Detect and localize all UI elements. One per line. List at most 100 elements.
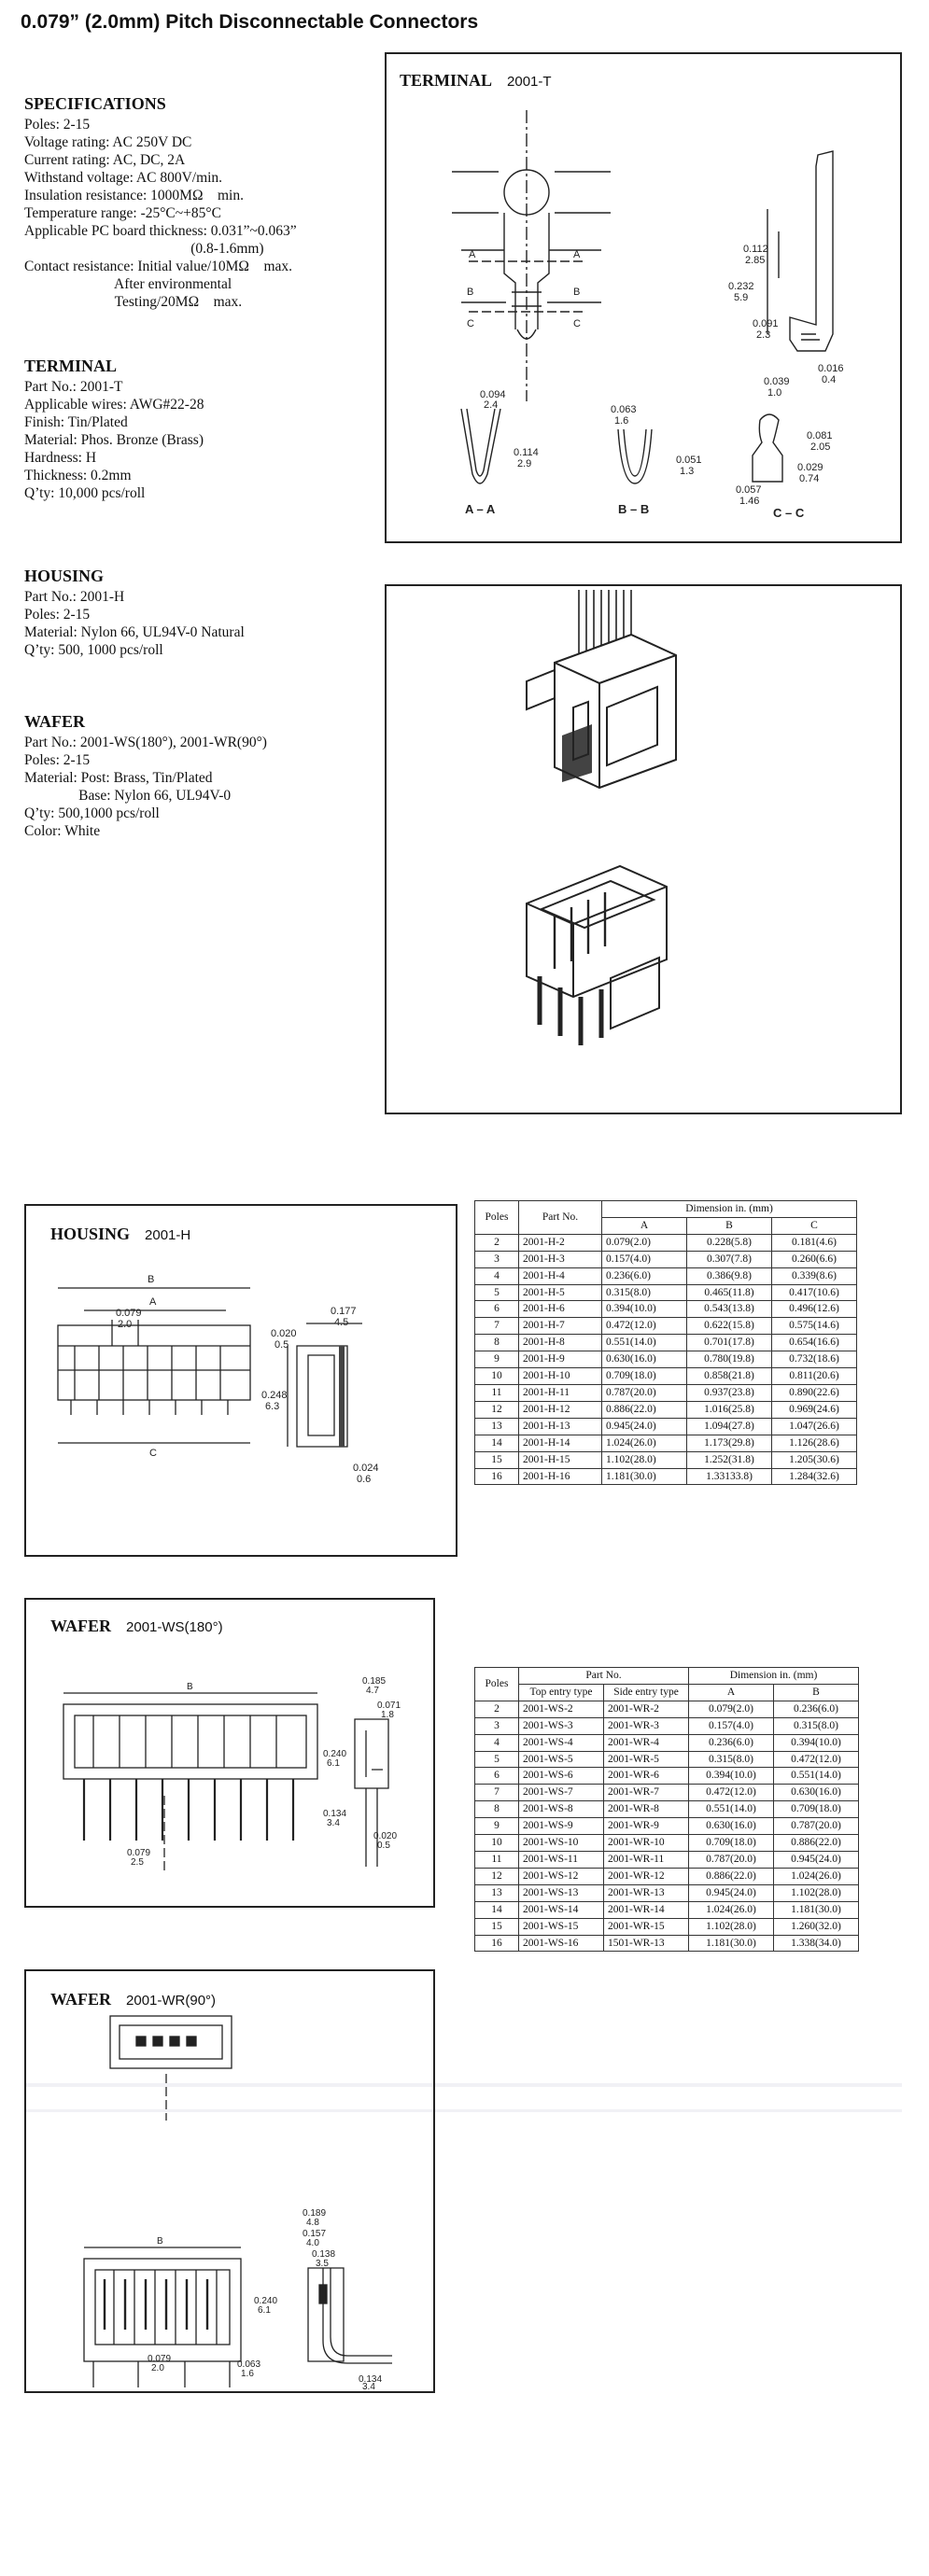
housing-table-cell: 0.945(24.0) <box>601 1417 687 1435</box>
spec-line: Applicable PC board thickness: 0.031”~0.… <box>24 223 297 239</box>
spec-line: Withstand voltage: AC 800V/min. <box>24 170 223 186</box>
wafer-wr-part-number: 2001-WR(90°) <box>126 1993 217 2009</box>
housing-table-cell: 1.205(30.6) <box>771 1450 857 1469</box>
wafer-wr-dim-0138: 0.138 <box>312 2249 335 2260</box>
wafer-table-cell: 9 <box>474 1817 519 1836</box>
wafer-table-cell: 0.945(24.0) <box>688 1883 774 1902</box>
housing-table-cell: 2001-H-12 <box>518 1400 602 1419</box>
spec-line: Part No.: 2001-WS(180°), 2001-WR(90°) <box>24 735 267 750</box>
terminal-dim-0112: 0.112 <box>743 244 768 255</box>
housing-table-cell: 2001-H-6 <box>518 1300 602 1319</box>
housing-table-cell: 13 <box>474 1417 519 1435</box>
housing-table-cell: 0.079(2.0) <box>601 1233 687 1252</box>
housing-table-cell: 2001-H-11 <box>518 1383 602 1402</box>
housing-table-cell: 2001-H-13 <box>518 1417 602 1435</box>
wafer-table-cell: 0.157(4.0) <box>688 1716 774 1735</box>
wafer-table-cell: 0.630(16.0) <box>688 1817 774 1836</box>
housing-col-dimension: Dimension in. (mm) <box>601 1200 857 1218</box>
wafer-table-cell: 2001-WS-15 <box>518 1917 604 1936</box>
housing-table-cell: 0.181(4.6) <box>771 1233 857 1252</box>
wafer-table-cell: 2001-WR-8 <box>603 1800 689 1819</box>
housing-table-cell: 1.024(26.0) <box>601 1434 687 1452</box>
housing-table-cell: 1.016(25.8) <box>686 1400 772 1419</box>
housing-table-cell: 2001-H-8 <box>518 1334 602 1352</box>
wafer-table-cell: 2001-WS-7 <box>518 1784 604 1802</box>
wafer-table-cell: 0.472(12.0) <box>688 1784 774 1802</box>
housing-table-cell: 16 <box>474 1467 519 1486</box>
housing-table-cell: 0.701(17.8) <box>686 1334 772 1352</box>
wafer-ws-dim-61: 6.1 <box>327 1758 340 1769</box>
terminal-dim-0057: 0.057 <box>736 484 762 496</box>
wafer-col-top-entry: Top entry type <box>518 1683 604 1701</box>
wafer-table-cell: 2001-WR-6 <box>603 1767 689 1785</box>
spec-line: Voltage rating: AC 250V DC <box>24 134 192 150</box>
housing-table-cell: 1.33133.8) <box>686 1467 772 1486</box>
housing-table-cell: 0.417(10.6) <box>771 1283 857 1302</box>
wafer-wr-dim-0189: 0.189 <box>303 2208 326 2219</box>
housing-table-cell: 9 <box>474 1351 519 1369</box>
wafer-ws-technical-drawing: B 0.185 4.7 0.071 1.8 0.240 6.1 0.134 3.… <box>63 1676 401 1870</box>
spec-line: Poles: 2-15 <box>24 607 91 623</box>
housing-table-cell: 0.260(6.6) <box>771 1250 857 1268</box>
connector-illustration-box <box>385 584 902 1114</box>
housing-table-cell: 0.236(6.0) <box>601 1267 687 1285</box>
spec-line: Color: White <box>24 823 101 839</box>
wafer-table-cell: 0.315(8.0) <box>773 1716 859 1735</box>
wafer-wr-dim-0240: 0.240 <box>254 2296 277 2306</box>
spec-line: Temperature range: -25°C~+85°C <box>24 205 221 221</box>
wafer-table-cell: 0.551(14.0) <box>773 1767 859 1785</box>
housing-table-cell: 0.969(24.6) <box>771 1400 857 1419</box>
terminal-dim-0029: 0.029 <box>797 462 823 473</box>
wafer-ws-dim-0020: 0.020 <box>373 1831 397 1841</box>
spec-line: Hardness: H <box>24 450 97 466</box>
housing-table-cell: 0.543(13.8) <box>686 1300 772 1319</box>
spec-line: Part No.: 2001-T <box>24 379 123 395</box>
wafer-table-cell: 1.181(30.0) <box>688 1934 774 1953</box>
wafer-table-cell: 15 <box>474 1917 519 1936</box>
terminal-label-a-left: A <box>469 249 476 260</box>
wafer-table-cell: 7 <box>474 1784 519 1802</box>
wafer-table-cell: 2001-WS-10 <box>518 1834 604 1852</box>
housing-table-cell: 2 <box>474 1233 519 1252</box>
housing-table-cell: 0.780(19.8) <box>686 1351 772 1369</box>
wafer-table-cell: 0.079(2.0) <box>688 1700 774 1718</box>
wafer-table-cell: 2001-WS-8 <box>518 1800 604 1819</box>
wafer-table-cell: 0.236(6.0) <box>688 1733 774 1752</box>
wafer-table-cell: 2001-WR-13 <box>603 1883 689 1902</box>
wafer-col-a: A <box>688 1683 774 1701</box>
terminal-label-b-left: B <box>467 287 473 298</box>
wafer-table-cell: 1.102(28.0) <box>688 1917 774 1936</box>
wafer-ws-dim-18: 1.8 <box>381 1710 394 1720</box>
housing-table-cell: 2001-H-15 <box>518 1450 602 1469</box>
wafer-table-cell: 0.709(18.0) <box>688 1834 774 1852</box>
housing-table-cell: 14 <box>474 1434 519 1452</box>
wafer-table-cell: 0.472(12.0) <box>773 1750 859 1769</box>
housing-technical-drawing: B A C 0.079 2.0 0.177 4.5 0.020 0.5 0.24… <box>57 1274 379 1485</box>
terminal-dim-285: 2.85 <box>745 255 765 266</box>
wafer-wr-dim-0134: 0.134 <box>359 2374 382 2385</box>
wafer-wr-dim-40: 4.0 <box>306 2238 319 2248</box>
housing-table-cell: 1.284(32.6) <box>771 1467 857 1486</box>
wafer-wr-dim-48: 4.8 <box>306 2218 319 2228</box>
wafer-table-cell: 12 <box>474 1867 519 1885</box>
terminal-label-b-right: B <box>573 287 580 298</box>
wafer-ws-dim-25: 2.5 <box>131 1857 144 1868</box>
spec-line: Material: Post: Brass, Tin/Plated <box>24 770 213 786</box>
housing-dim-45: 4.5 <box>334 1317 348 1328</box>
housing-table-cell: 0.394(10.0) <box>601 1300 687 1319</box>
